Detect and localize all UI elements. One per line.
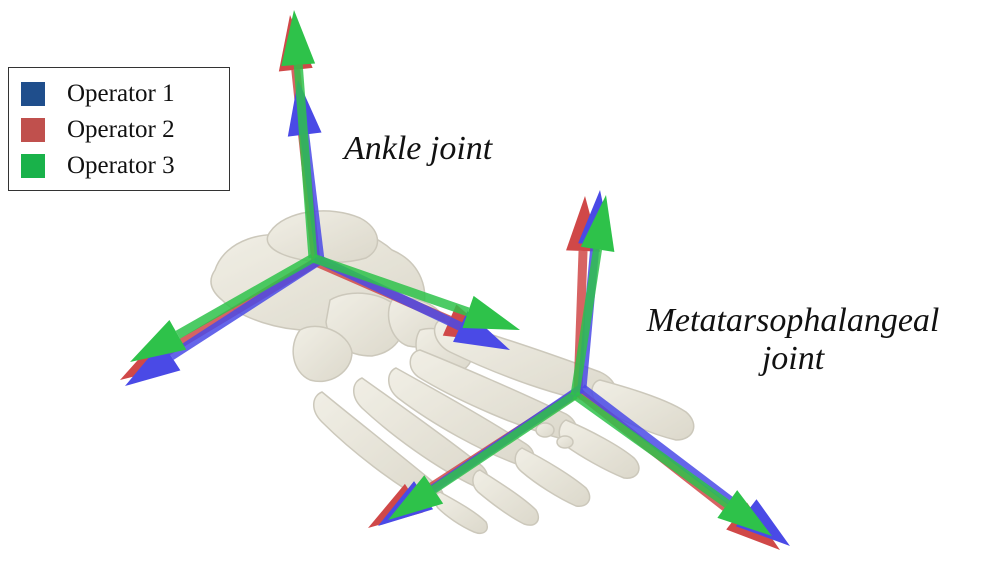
ankle-joint-label: Ankle joint: [344, 130, 492, 168]
legend-swatch-operator-1: [21, 82, 45, 106]
legend-label: Operator 1: [67, 80, 175, 108]
legend-swatch-operator-2: [21, 118, 45, 142]
legend-item-operator-2: Operator 2: [21, 112, 229, 148]
legend: Operator 1 Operator 2 Operator 3: [8, 67, 230, 191]
legend-label: Operator 3: [67, 152, 175, 180]
metatarsophalangeal-joint-label: Metatarsophalangeal joint: [628, 302, 958, 378]
mtp-label-line-2: joint: [628, 340, 958, 378]
phalanx-3: [515, 448, 589, 506]
legend-item-operator-1: Operator 1: [21, 76, 229, 112]
mtp-label-line-1: Metatarsophalangeal: [628, 302, 958, 340]
sesamoid-bone-2: [557, 436, 573, 448]
legend-item-operator-3: Operator 3: [21, 148, 229, 184]
foot-skeleton: [211, 211, 694, 533]
phalanx-5: [434, 492, 487, 533]
ankle-forward-axis-arrow-operator-3-head: [462, 296, 520, 330]
sesamoid-bone: [536, 423, 554, 437]
legend-label: Operator 2: [67, 116, 175, 144]
legend-swatch-operator-3: [21, 154, 45, 178]
